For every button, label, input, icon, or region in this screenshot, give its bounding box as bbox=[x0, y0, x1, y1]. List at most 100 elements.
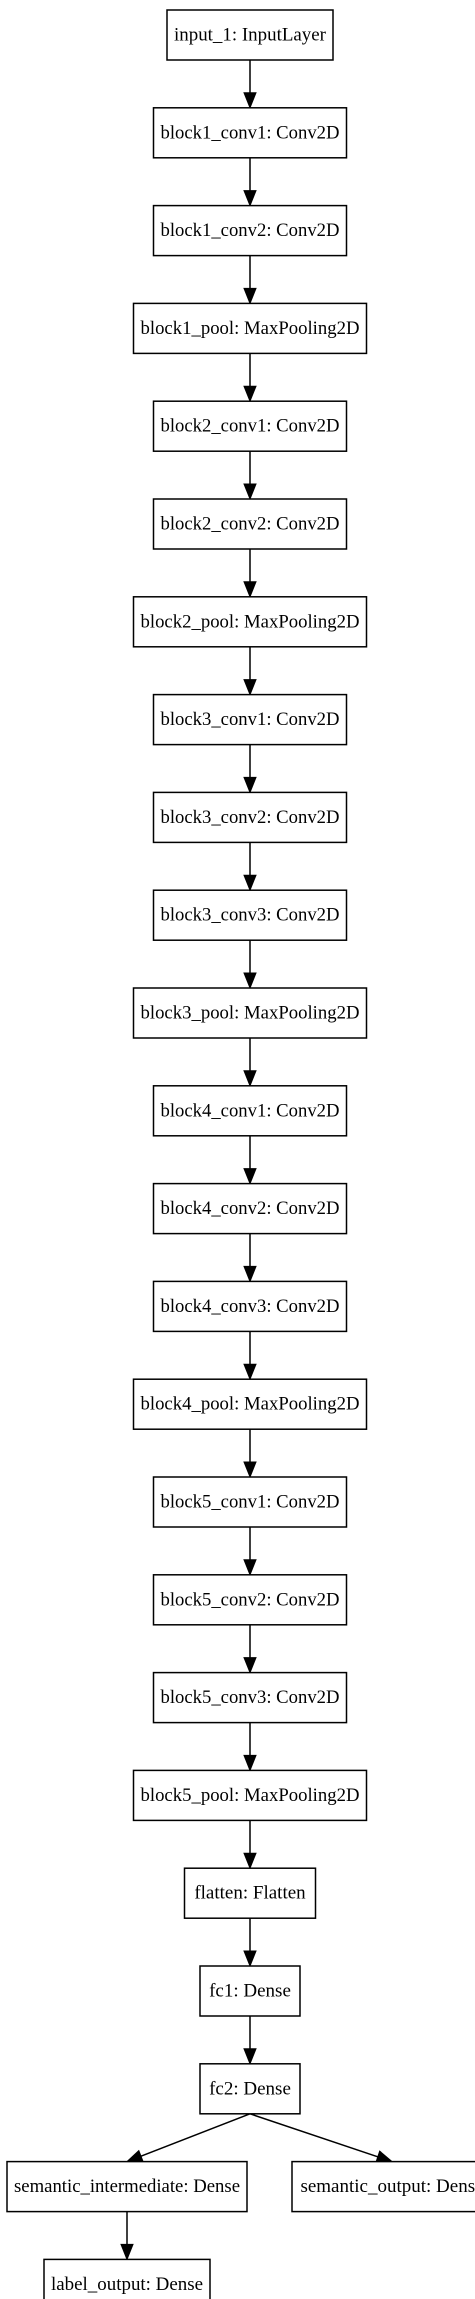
arrowhead-icon bbox=[243, 679, 257, 696]
arrowhead-icon bbox=[243, 581, 257, 599]
edge-arrow bbox=[243, 1135, 257, 1185]
layer-label: block5_conv3: Conv2D bbox=[161, 1687, 340, 1708]
layer-box bbox=[152, 1182, 348, 1235]
arrowhead-icon bbox=[243, 1363, 257, 1381]
edge-arrow bbox=[243, 1331, 257, 1381]
layer-label: block2_pool: MaxPooling2D bbox=[141, 611, 360, 632]
layer-node-block4-pool: block4_pool: MaxPooling2D bbox=[132, 1378, 368, 1430]
layer-node-block5-conv2: block5_conv2: Conv2D bbox=[152, 1574, 348, 1626]
arrowhead-icon bbox=[243, 972, 257, 990]
layer-box bbox=[152, 1476, 348, 1528]
arrowhead-icon bbox=[243, 776, 257, 794]
layer-label: block4_conv3: Conv2D bbox=[161, 1296, 340, 1317]
arrowhead-icon bbox=[120, 2243, 134, 2261]
arrowhead-icon bbox=[243, 2048, 257, 2066]
edge-arrow bbox=[243, 1624, 257, 1674]
edge-arrow bbox=[243, 2016, 257, 2066]
layer-label: block1_conv1: Conv2D bbox=[161, 122, 340, 143]
layer-box bbox=[132, 1769, 368, 1822]
arrowhead-icon bbox=[243, 1265, 257, 1283]
layer-node-semantic-output: semantic_output: Dense bbox=[291, 2160, 475, 2213]
arrowhead-icon bbox=[243, 385, 257, 403]
layer-box bbox=[152, 791, 348, 844]
layer-node-block3-conv2: block3_conv2: Conv2D bbox=[152, 791, 348, 844]
edge-arrow bbox=[249, 2113, 394, 2164]
layer-label: block2_conv2: Conv2D bbox=[161, 514, 340, 535]
layer-box bbox=[291, 2160, 475, 2213]
layer-label: block5_pool: MaxPooling2D bbox=[141, 1785, 360, 1806]
layer-node-block1-conv1: block1_conv1: Conv2D bbox=[152, 107, 348, 159]
layer-box bbox=[132, 596, 368, 648]
layer-node-flatten: flatten: Flatten bbox=[183, 1867, 317, 1919]
layer-box bbox=[43, 2258, 211, 2299]
nodes-layer: input_1: InputLayer block1_conv1: Conv2D b… bbox=[6, 9, 475, 2299]
layer-box bbox=[199, 1965, 301, 2017]
arrowhead-icon bbox=[125, 2149, 144, 2163]
layer-box bbox=[152, 498, 348, 550]
edge-arrow bbox=[243, 1722, 257, 1772]
edge-arrow bbox=[120, 2211, 134, 2261]
edge-arrow bbox=[243, 1429, 257, 1479]
layer-node-block1-pool: block1_pool: MaxPooling2D bbox=[132, 302, 368, 355]
layer-node-block2-pool: block2_pool: MaxPooling2D bbox=[132, 596, 368, 648]
arrowhead-icon bbox=[243, 1559, 257, 1577]
arrowhead-icon bbox=[243, 1754, 257, 1772]
layer-box bbox=[152, 400, 348, 452]
layer-node-block2-conv2: block2_conv2: Conv2D bbox=[152, 498, 348, 550]
edge-arrow bbox=[125, 2113, 251, 2163]
layer-box bbox=[152, 1671, 348, 1724]
layer-label: block3_conv1: Conv2D bbox=[161, 709, 340, 730]
layer-label: block5_conv2: Conv2D bbox=[161, 1589, 340, 1610]
edge-arrow bbox=[243, 255, 257, 305]
layer-box bbox=[6, 2160, 248, 2213]
layer-label: input_1: InputLayer bbox=[174, 25, 327, 46]
layer-label: fc1: Dense bbox=[209, 1981, 291, 2002]
arrowhead-icon bbox=[243, 1168, 257, 1185]
edge-arrow bbox=[243, 1038, 257, 1088]
arrowhead-icon bbox=[243, 1950, 257, 1968]
layer-box bbox=[152, 1574, 348, 1626]
layer-node-block5-pool: block5_pool: MaxPooling2D bbox=[132, 1769, 368, 1822]
layer-box bbox=[152, 204, 348, 257]
edge-arrow bbox=[243, 744, 257, 794]
layer-node-block3-conv3: block3_conv3: Conv2D bbox=[152, 889, 348, 941]
layer-label: block3_pool: MaxPooling2D bbox=[141, 1003, 360, 1024]
layer-node-fc1: fc1: Dense bbox=[199, 1965, 301, 2017]
arrowhead-icon bbox=[243, 287, 257, 305]
edge-arrow bbox=[243, 353, 257, 403]
layer-label: block3_conv2: Conv2D bbox=[161, 807, 340, 828]
arrowhead-icon bbox=[243, 1070, 257, 1088]
edge-arrow bbox=[243, 1820, 257, 1870]
arrowhead-icon bbox=[243, 1852, 257, 1870]
layer-node-label-output: label_output: Dense bbox=[43, 2258, 211, 2299]
layer-label: block5_conv1: Conv2D bbox=[161, 1492, 340, 1513]
layer-label: block4_pool: MaxPooling2D bbox=[141, 1394, 360, 1415]
layer-label: block4_conv1: Conv2D bbox=[161, 1100, 340, 1121]
layer-label: flatten: Flatten bbox=[194, 1883, 306, 1904]
layer-box bbox=[183, 1867, 317, 1919]
edge-arrow bbox=[243, 940, 257, 990]
layer-node-block4-conv3: block4_conv3: Conv2D bbox=[152, 1280, 348, 1333]
edge-arrow bbox=[243, 157, 257, 207]
layer-box bbox=[166, 9, 334, 61]
layer-node-semantic-intermediate: semantic_intermediate: Dense bbox=[6, 2160, 248, 2213]
layer-node-block3-pool: block3_pool: MaxPooling2D bbox=[132, 987, 368, 1039]
edge-arrow bbox=[243, 1527, 257, 1577]
edge-line bbox=[140, 2113, 251, 2157]
edge-arrow bbox=[243, 646, 257, 696]
edge-arrow bbox=[243, 1233, 257, 1283]
edge-arrow bbox=[243, 1918, 257, 1968]
layer-box bbox=[152, 1085, 348, 1137]
arrowhead-icon bbox=[243, 1657, 257, 1674]
layer-node-block1-conv2: block1_conv2: Conv2D bbox=[152, 204, 348, 257]
layer-node-input-1: input_1: InputLayer bbox=[166, 9, 334, 61]
layer-box bbox=[152, 1280, 348, 1333]
layer-label: fc2: Dense bbox=[209, 2078, 291, 2099]
layer-box bbox=[132, 302, 368, 355]
layer-box bbox=[152, 889, 348, 941]
layer-box bbox=[132, 1378, 368, 1430]
arrowhead-icon bbox=[243, 92, 257, 110]
layer-node-block4-conv1: block4_conv1: Conv2D bbox=[152, 1085, 348, 1137]
layer-label: block4_conv2: Conv2D bbox=[161, 1198, 340, 1219]
